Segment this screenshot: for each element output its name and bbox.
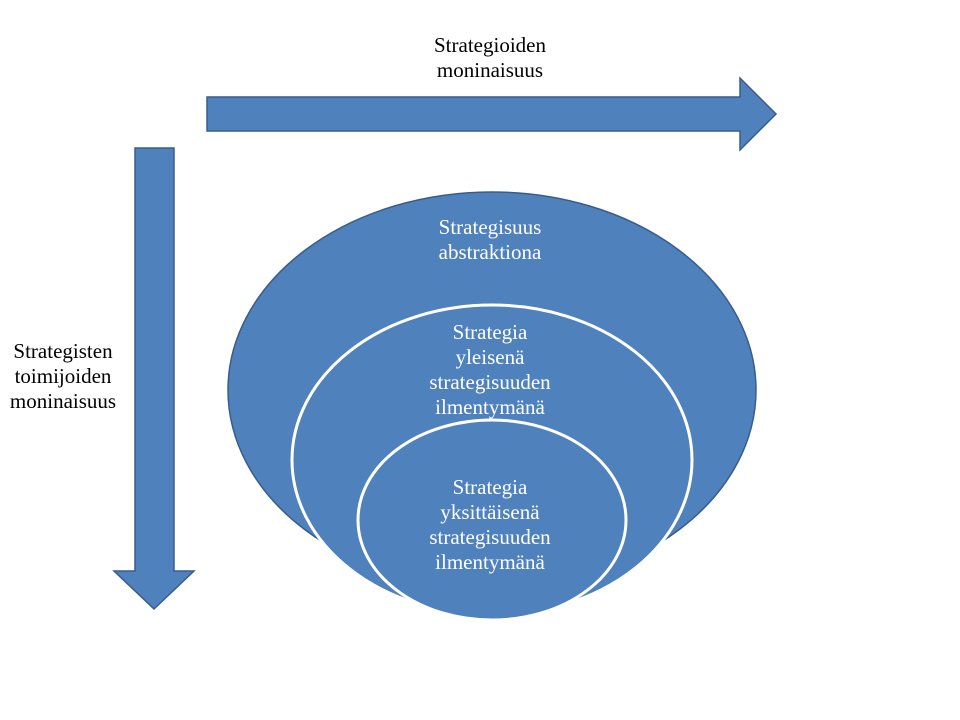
vertical-arrow-label: Strategisten toimijoiden moninaisuus — [0, 339, 126, 414]
vertical-arrow-label-line: Strategisten — [13, 339, 113, 363]
middle-ellipse-label: Strategia yleisenä strategisuuden ilment… — [390, 320, 590, 420]
outer-ellipse-label-line: abstraktiona — [438, 240, 542, 264]
middle-ellipse-label-line: strategisuuden — [429, 370, 551, 394]
vertical-arrow-label-line: toimijoiden — [14, 364, 112, 388]
inner-circle-label-line: Strategia — [452, 475, 528, 499]
middle-ellipse-label-line: ilmentymänä — [435, 395, 545, 419]
middle-ellipse-label-line: yleisenä — [455, 345, 525, 369]
inner-circle-label-line: strategisuuden — [429, 525, 551, 549]
inner-circle-label-line: ilmentymänä — [435, 550, 545, 574]
vertical-arrow-label-line: moninaisuus — [9, 389, 117, 413]
inner-circle — [356, 418, 628, 622]
horizontal-arrow-label-line: Strategioiden — [434, 33, 546, 57]
vertical-arrow — [112, 147, 196, 611]
inner-circle-label-line: yksittäisenä — [440, 500, 540, 524]
outer-ellipse-label: Strategisuus abstraktiona — [390, 215, 590, 265]
outer-ellipse-label-line: Strategisuus — [438, 215, 542, 239]
middle-ellipse-label-line: Strategia — [452, 320, 528, 344]
horizontal-arrow-label-line: moninaisuus — [436, 58, 544, 82]
horizontal-arrow-label: Strategioiden moninaisuus — [380, 33, 600, 83]
inner-circle-label: Strategia yksittäisenä strategisuuden il… — [390, 475, 590, 575]
horizontal-arrow — [206, 76, 778, 152]
